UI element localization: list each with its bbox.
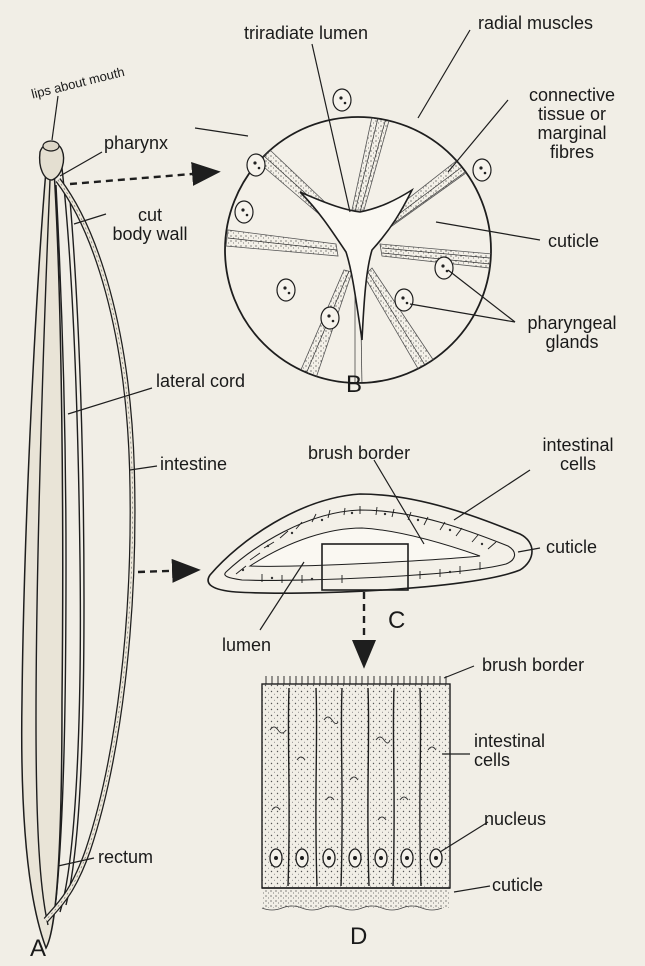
label-rectum: rectum — [98, 848, 153, 867]
label-cuticle-b: cuticle — [548, 232, 599, 251]
label-cuticle-c: cuticle — [546, 538, 597, 557]
label-intestinal-cells-c: intestinal cells — [522, 436, 634, 474]
label-intestinal-cells-d: intestinal cells — [474, 732, 545, 770]
label-pharyngeal-glands: pharyngeal glands — [510, 314, 634, 352]
pharynx-cross-section — [225, 89, 492, 385]
label-pharynx-a: pharynx — [104, 134, 168, 153]
label-connective-tissue: connective tissue or marginal fibres — [508, 86, 636, 162]
label-intestine: intestine — [160, 455, 227, 474]
label-cut-body-wall: cut body wall — [94, 206, 206, 244]
panel-letter-b: B — [346, 372, 362, 397]
label-brush-border-d: brush border — [482, 656, 584, 675]
label-brush-border-c: brush border — [308, 444, 410, 463]
label-radial-muscles: radial muscles — [478, 14, 593, 33]
label-nucleus: nucleus — [484, 810, 546, 829]
label-cuticle-d: cuticle — [492, 876, 543, 895]
label-triradiate-lumen: triradiate lumen — [244, 24, 368, 43]
panel-letter-d: D — [350, 924, 367, 949]
panel-letter-c: C — [388, 608, 405, 633]
label-lumen: lumen — [222, 636, 271, 655]
intestine-cross-section — [208, 494, 532, 593]
label-lateral-cord: lateral cord — [156, 372, 245, 391]
worm-body — [22, 141, 84, 948]
panel-letter-a: A — [30, 936, 46, 961]
intestinal-epithelium-detail — [262, 676, 450, 910]
